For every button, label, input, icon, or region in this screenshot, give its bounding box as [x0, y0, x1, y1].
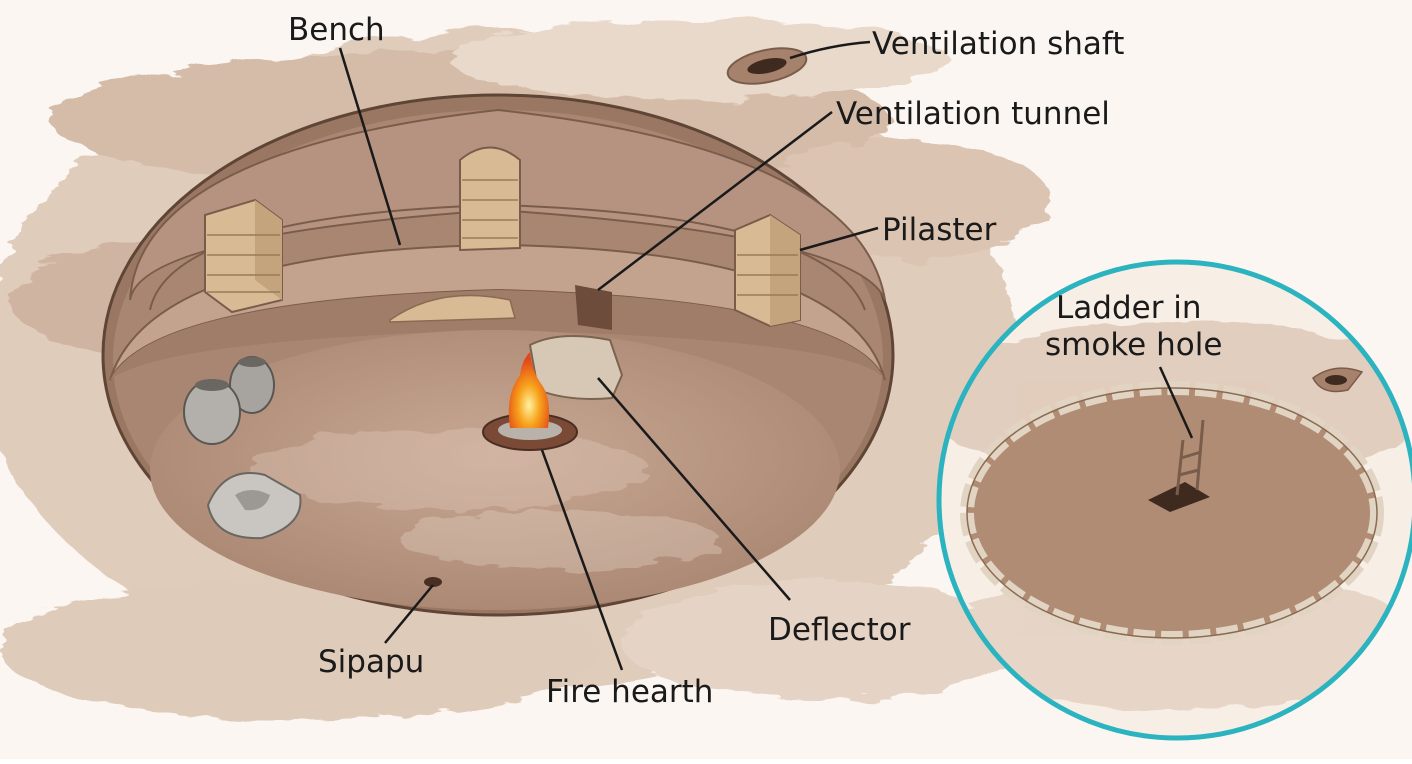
label-fire-hearth: Fire hearth: [546, 674, 713, 710]
pilaster-center: [460, 148, 520, 251]
label-sipapu: Sipapu: [318, 644, 424, 680]
pilaster-right: [735, 215, 800, 326]
label-ladder-line2: smoke hole: [1045, 327, 1222, 363]
label-bench: Bench: [288, 12, 385, 48]
label-deflector: Deflector: [768, 612, 911, 648]
pilaster-left: [205, 200, 282, 312]
label-pilaster: Pilaster: [882, 212, 997, 248]
label-ventilation-tunnel: Ventilation tunnel: [836, 96, 1110, 132]
ventilation-tunnel-opening: [575, 285, 612, 330]
label-ventilation-shaft: Ventilation shaft: [872, 26, 1124, 62]
label-ladder-line1: Ladder in: [1056, 290, 1202, 326]
